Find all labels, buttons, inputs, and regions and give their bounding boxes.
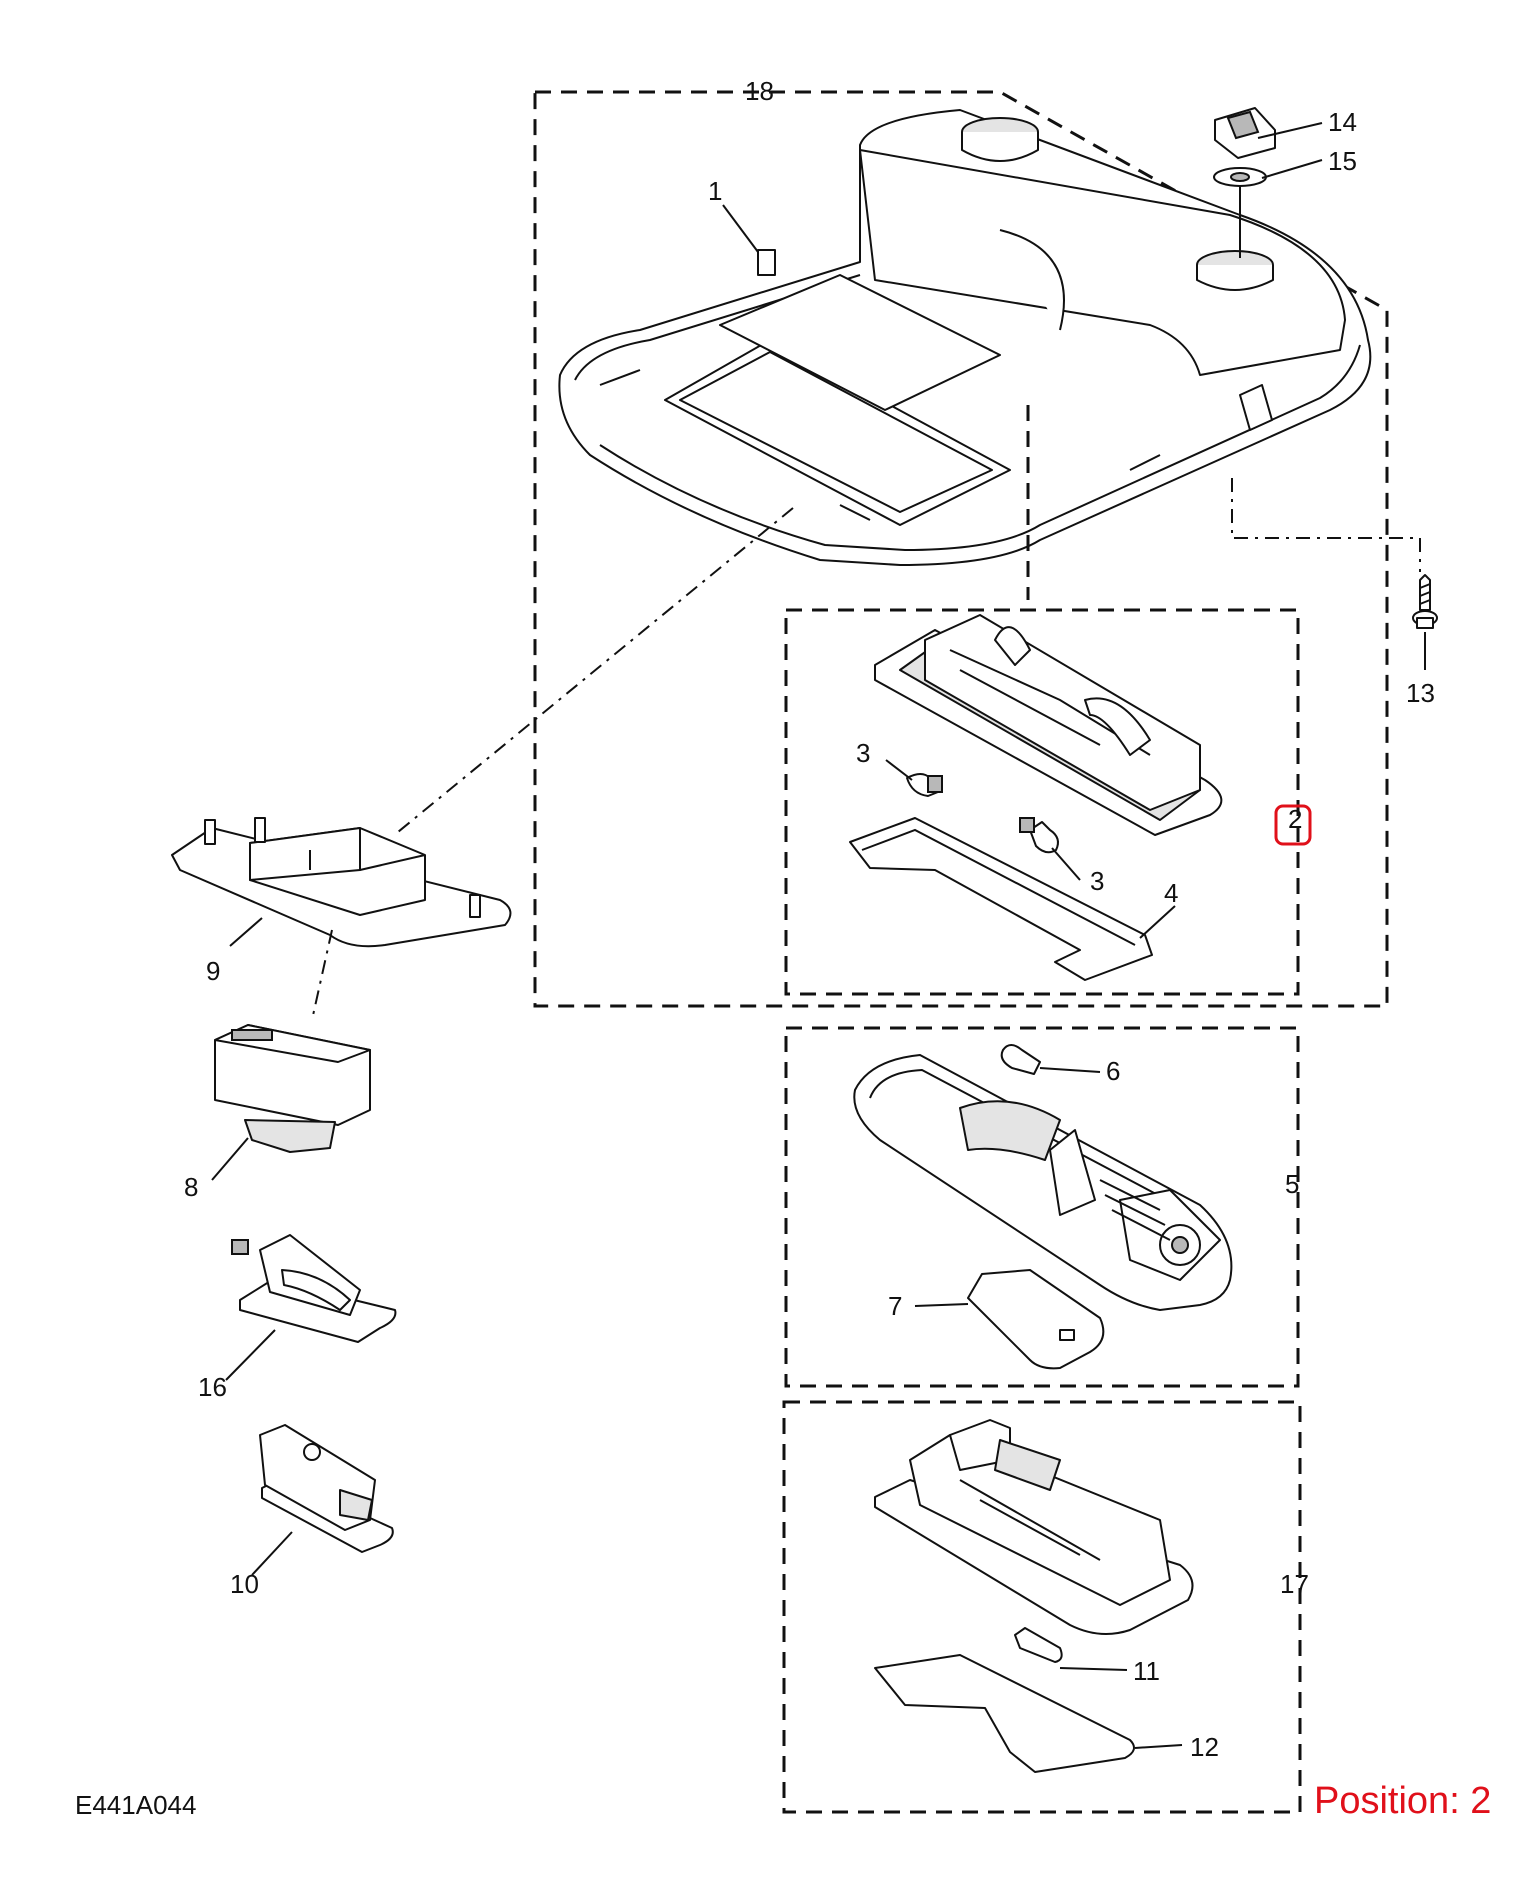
bulb-3a xyxy=(906,773,943,797)
callout-18: 18 xyxy=(745,76,774,106)
rear-lamp-housing xyxy=(874,1419,1194,1635)
lamp-unit-14 xyxy=(231,1234,397,1343)
group-18-frame xyxy=(533,90,1389,1008)
callout-10: 10 xyxy=(230,1569,259,1599)
screw xyxy=(1412,574,1438,629)
lens xyxy=(849,817,1153,981)
map-lamp-assembly xyxy=(874,614,1223,836)
callout-11: 13 xyxy=(1406,678,1435,708)
callout-1: 1 xyxy=(708,176,722,206)
callout-3b: 3 xyxy=(1090,866,1104,896)
bulb-6 xyxy=(1000,1044,1041,1075)
retaining-clip xyxy=(1214,107,1276,159)
leader-lines xyxy=(211,122,1323,1749)
callout-3a: 3 xyxy=(856,738,870,768)
callout-5: 5 xyxy=(1285,1169,1299,1199)
connector-9-8 xyxy=(311,929,333,1021)
bulb-3b xyxy=(1019,817,1059,854)
callout-6: 6 xyxy=(1106,1056,1120,1086)
switch-module xyxy=(214,1024,371,1153)
callout-7: 7 xyxy=(888,1291,902,1321)
position-indicator: Position: 2 xyxy=(1314,1780,1492,1822)
callout-17: 12 xyxy=(1190,1732,1219,1762)
callout-16: 11 xyxy=(1133,1656,1160,1686)
callout-15: 17 xyxy=(1280,1569,1309,1599)
callout-4: 4 xyxy=(1164,878,1178,908)
callout-2-highlight xyxy=(1274,804,1312,846)
group-5-frame xyxy=(784,1026,1300,1388)
lamp-unit-10 xyxy=(259,1424,394,1553)
lens-17 xyxy=(874,1654,1135,1773)
overhead-console-housing xyxy=(558,109,1372,566)
callout-12: 14 xyxy=(1328,107,1357,137)
group-15-frame xyxy=(782,1400,1302,1814)
washer xyxy=(1213,167,1267,187)
console-panel xyxy=(171,817,512,948)
connector-1-9 xyxy=(397,507,794,833)
callout-8: 8 xyxy=(184,1172,198,1202)
callout-labels: 18 1 14 15 13 3 3 4 2 9 6 5 8 7 16 10 17… xyxy=(184,76,1435,1762)
dome-lamp-housing xyxy=(853,1054,1233,1311)
callout-9: 9 xyxy=(206,956,220,986)
callout-13: 15 xyxy=(1328,146,1357,176)
diagram-code: E441A044 xyxy=(75,1790,197,1820)
callout-2: 2 xyxy=(1288,804,1302,834)
lens-7 xyxy=(967,1269,1105,1370)
connector-1-11 xyxy=(1231,478,1421,572)
bulb-16 xyxy=(1014,1627,1063,1663)
group-2-frame xyxy=(784,608,1300,996)
callout-14: 16 xyxy=(198,1372,227,1402)
